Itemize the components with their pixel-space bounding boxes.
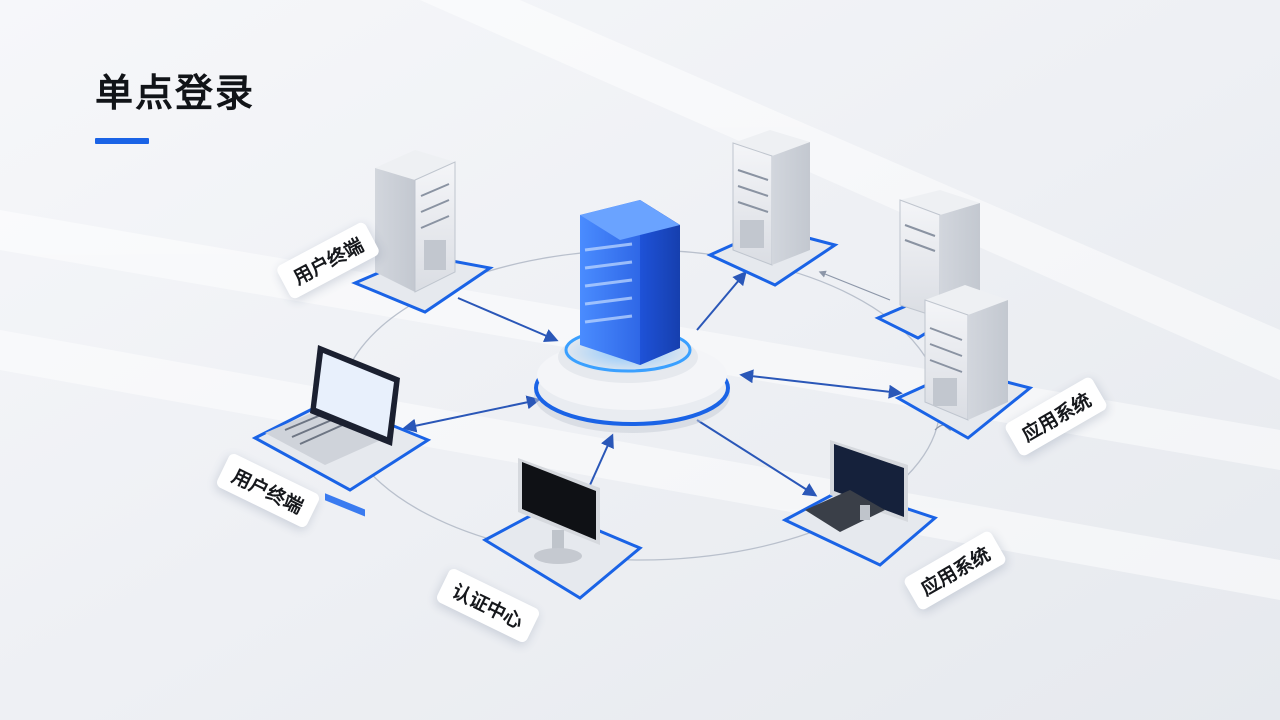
hub-server — [534, 200, 730, 433]
arrow-hub-to-top-server — [696, 270, 747, 331]
title-underline — [95, 138, 149, 144]
monitor-auth-center — [481, 458, 643, 600]
arrow-hub-app-right — [739, 369, 903, 399]
server-app-system — [894, 285, 1034, 440]
server-top-right — [706, 130, 839, 287]
monitor-app-system — [781, 440, 938, 567]
arrow-auth-to-hub — [589, 433, 614, 486]
arrow-server-to-server — [818, 270, 891, 301]
arrow-hub-to-monitor — [696, 419, 818, 497]
page-title: 单点登录 — [95, 71, 256, 115]
server-top-left — [351, 150, 494, 314]
arrow-hub-laptop — [402, 395, 541, 433]
arrow-top-terminal-to-hub — [457, 297, 559, 343]
laptop-user-terminal — [251, 345, 432, 517]
